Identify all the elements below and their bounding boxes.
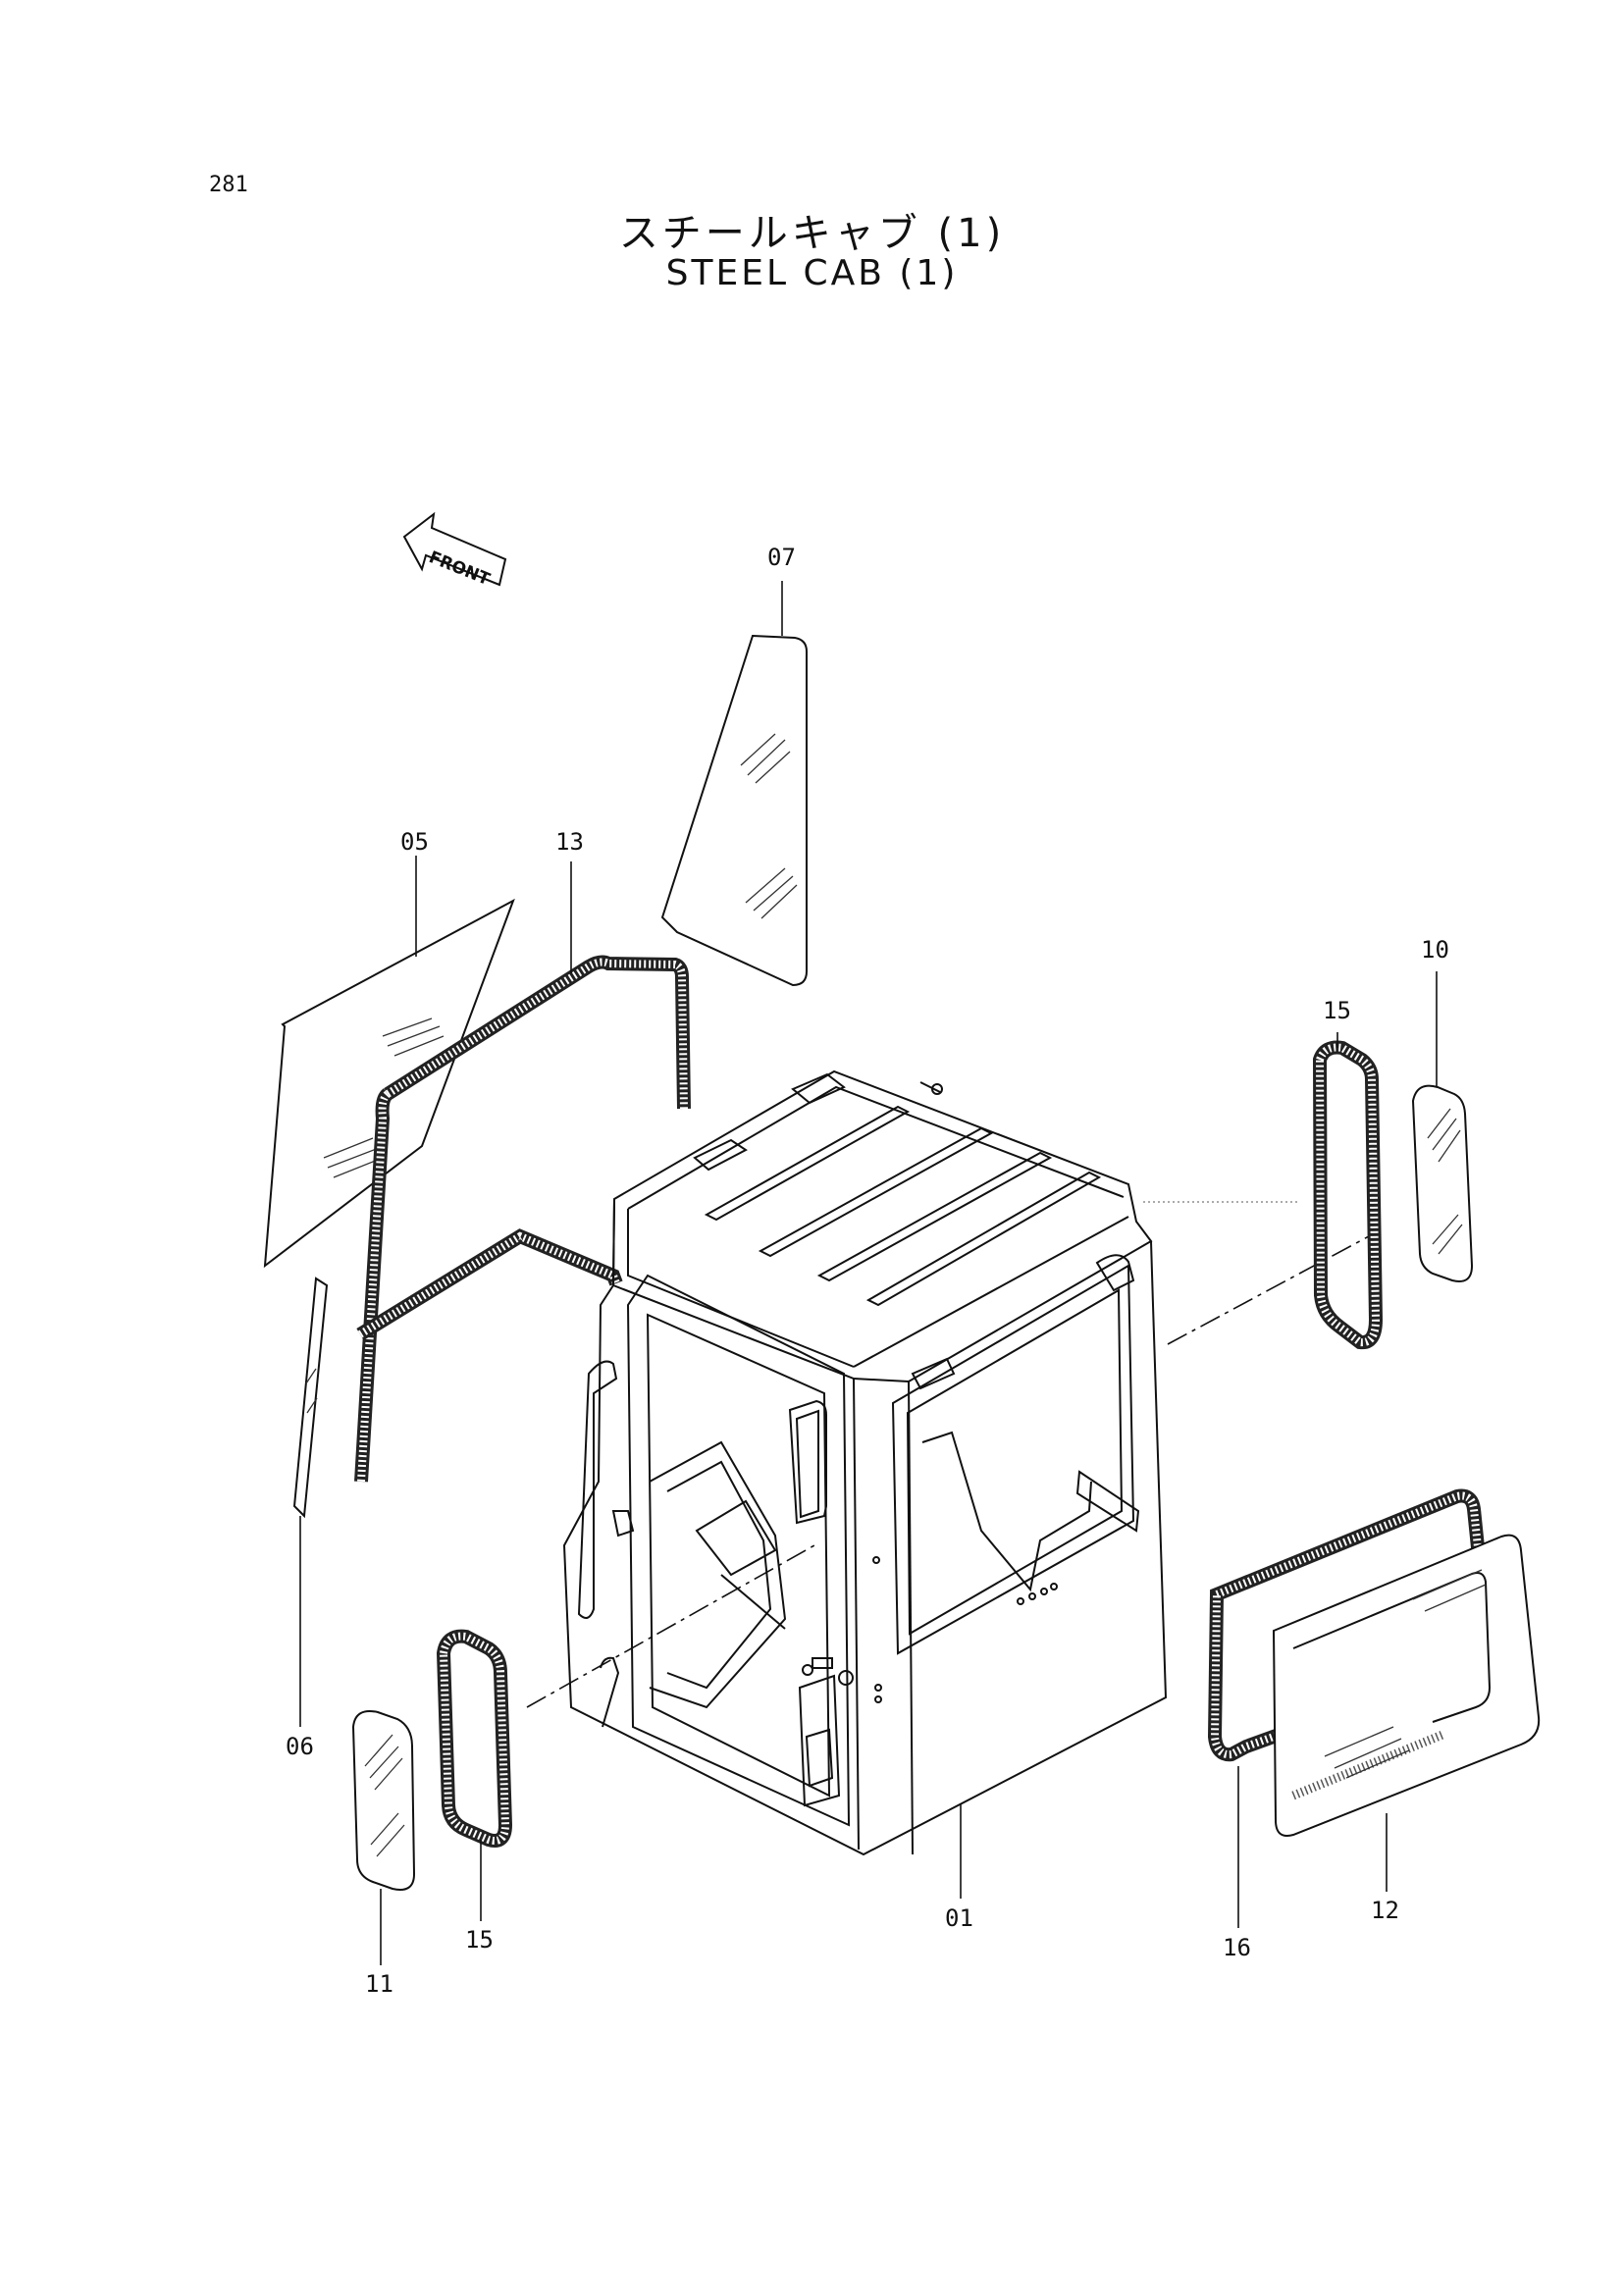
callout-15-left: 15 [465, 1926, 494, 1954]
part-05-glass [263, 898, 515, 1269]
callout-10: 10 [1421, 936, 1449, 964]
part-15-seal-right [1312, 1040, 1384, 1350]
callout-01: 01 [945, 1904, 973, 1932]
callout-16: 16 [1223, 1934, 1251, 1961]
part-15-seal-left [436, 1629, 513, 1848]
callout-06: 06 [286, 1733, 314, 1760]
callout-15-right: 15 [1323, 997, 1351, 1024]
front-label: FRONT [426, 547, 493, 590]
part-06-glass [292, 1277, 329, 1519]
part-10-glass [1411, 1084, 1474, 1282]
callout-05: 05 [400, 828, 429, 856]
part-12-glass [1272, 1534, 1541, 1837]
page-number: 281 [209, 173, 248, 197]
front-arrow-icon: FRONT [402, 511, 507, 590]
part-01-cab-body [562, 1069, 1168, 1856]
alignment-line-left [526, 1544, 815, 1708]
diagram-title-japanese: スチールキャブ (1) [618, 211, 1006, 256]
callout-07: 07 [767, 544, 796, 571]
callout-12: 12 [1371, 1897, 1399, 1924]
part-13-seal [354, 955, 691, 1483]
callout-11: 11 [365, 1970, 393, 1998]
diagram-title-english: STEEL CAB (1) [665, 253, 959, 293]
part-07-glass [660, 634, 808, 987]
alignment-line-right [1167, 1235, 1370, 1345]
callout-13: 13 [555, 828, 584, 856]
part-11-glass [351, 1710, 416, 1891]
